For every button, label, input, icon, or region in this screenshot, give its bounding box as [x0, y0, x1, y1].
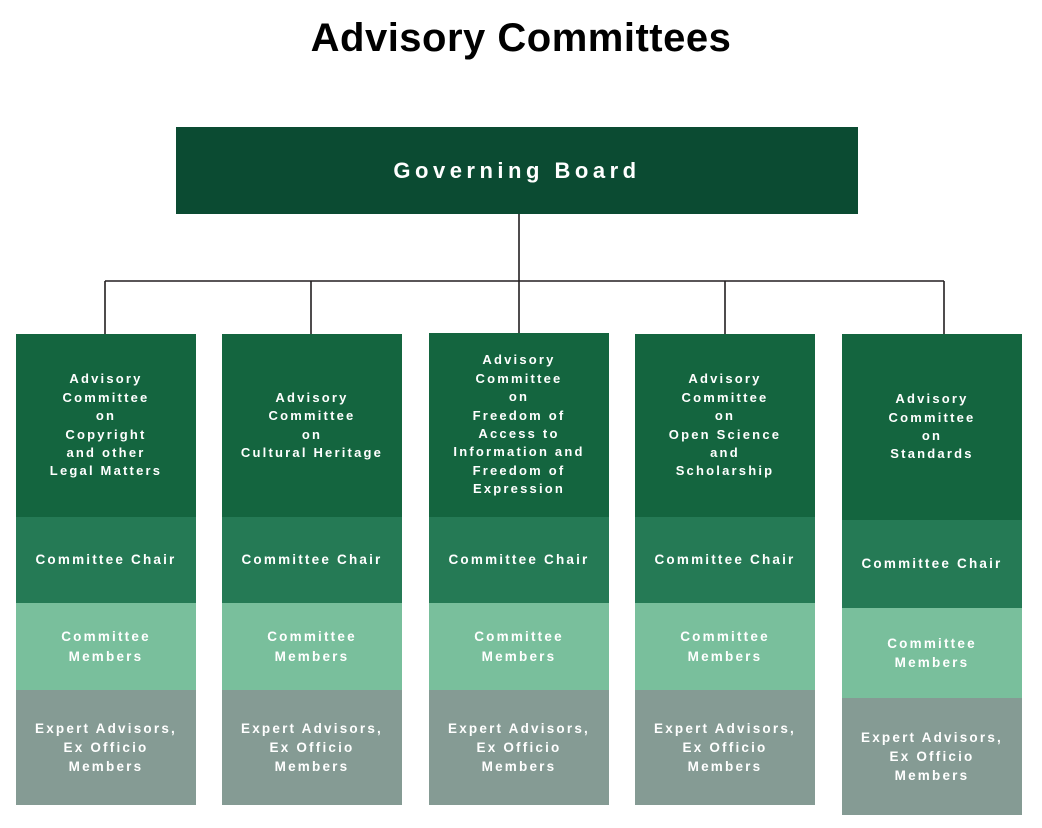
- committee-open-science-and-scholarship[interactable]: Advisory Committee on Open Science and S…: [635, 334, 815, 805]
- committee-members-label: Committee Members: [267, 629, 357, 664]
- committee-chair-label: Committee Chair: [654, 552, 796, 568]
- committee-title-band: Advisory Committee on Cultural Heritage: [222, 334, 402, 517]
- committee-members-label: Committee Members: [680, 629, 770, 664]
- committee-members-label: Committee Members: [61, 629, 151, 664]
- committee-title-label: Advisory Committee on Open Science and S…: [668, 371, 782, 479]
- node-governing-board[interactable]: Governing Board: [176, 127, 858, 214]
- committee-chair-label: Committee Chair: [861, 556, 1003, 572]
- committee-title-label: Advisory Committee on Copyright and othe…: [49, 371, 163, 479]
- committee-members-band: Committee Members: [429, 603, 609, 690]
- committee-experts-label: Expert Advisors, Ex Officio Members: [861, 729, 1003, 784]
- committee-copyright-and-legal-matters[interactable]: Advisory Committee on Copyright and othe…: [16, 334, 196, 805]
- committee-title-label: Advisory Committee on Standards: [888, 391, 976, 462]
- committee-members-band: Committee Members: [635, 603, 815, 690]
- page-title: Advisory Committees: [310, 16, 732, 60]
- committee-chair-band: Committee Chair: [16, 517, 196, 603]
- committee-title-band: Advisory Committee on Open Science and S…: [635, 334, 815, 517]
- committee-chair-band: Committee Chair: [635, 517, 815, 603]
- committee-standards[interactable]: Advisory Committee on Standards Committe…: [842, 334, 1022, 815]
- committee-freedom-of-access-and-expression[interactable]: Advisory Committee on Freedom of Access …: [429, 333, 609, 805]
- committee-experts-band: Expert Advisors, Ex Officio Members: [842, 698, 1022, 815]
- committee-members-band: Committee Members: [842, 608, 1022, 698]
- committee-cultural-heritage[interactable]: Advisory Committee on Cultural Heritage …: [222, 334, 402, 805]
- committee-chair-band: Committee Chair: [842, 520, 1022, 608]
- committee-chair-band: Committee Chair: [429, 517, 609, 603]
- governing-board-label: Governing Board: [393, 157, 641, 183]
- committee-chair-label: Committee Chair: [448, 552, 590, 568]
- committee-members-band: Committee Members: [16, 603, 196, 690]
- committee-title-label: Advisory Committee on Freedom of Access …: [453, 352, 585, 497]
- committee-experts-band: Expert Advisors, Ex Officio Members: [429, 690, 609, 805]
- committee-chair-band: Committee Chair: [222, 517, 402, 603]
- committee-experts-band: Expert Advisors, Ex Officio Members: [635, 690, 815, 805]
- committee-experts-band: Expert Advisors, Ex Officio Members: [222, 690, 402, 805]
- committee-experts-label: Expert Advisors, Ex Officio Members: [241, 720, 383, 775]
- committee-title-label: Advisory Committee on Cultural Heritage: [240, 389, 384, 460]
- committee-members-label: Committee Members: [887, 635, 977, 670]
- committee-experts-band: Expert Advisors, Ex Officio Members: [16, 690, 196, 805]
- committee-members-band: Committee Members: [222, 603, 402, 690]
- committee-title-band: Advisory Committee on Freedom of Access …: [429, 333, 609, 517]
- committee-experts-label: Expert Advisors, Ex Officio Members: [448, 720, 590, 775]
- committee-title-band: Advisory Committee on Standards: [842, 334, 1022, 520]
- committee-title-band: Advisory Committee on Copyright and othe…: [16, 334, 196, 517]
- committee-chair-label: Committee Chair: [241, 552, 383, 568]
- committee-members-label: Committee Members: [474, 629, 564, 664]
- committee-experts-label: Expert Advisors, Ex Officio Members: [35, 720, 177, 775]
- committee-experts-label: Expert Advisors, Ex Officio Members: [654, 720, 796, 775]
- committee-chair-label: Committee Chair: [35, 552, 177, 568]
